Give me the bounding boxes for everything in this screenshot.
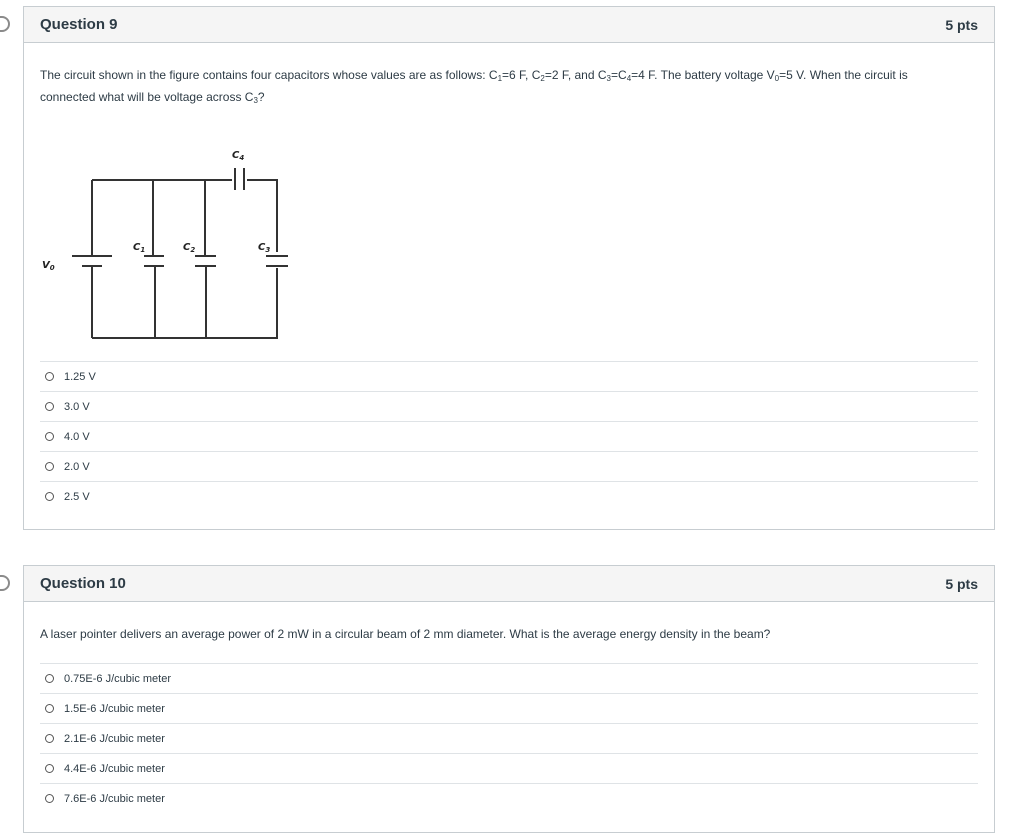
question-10-card: Question 10 5 pts A laser pointer delive… [23, 565, 995, 833]
question-10-header: Question 10 5 pts [24, 566, 994, 602]
question-points: 5 pts [945, 575, 978, 592]
question-10-answers: 0.75E-6 J/cubic meter 1.5E-6 J/cubic met… [40, 663, 978, 813]
flag-question-10-icon[interactable] [0, 575, 10, 591]
radio-button[interactable] [45, 734, 54, 743]
radio-button[interactable] [45, 432, 54, 441]
radio-button[interactable] [45, 462, 54, 471]
circuit-diagram: V0 C1 C2 C3 C4 [42, 150, 288, 339]
question-9-answers: 1.25 V 3.0 V 4.0 V 2.0 V 2.5 V [40, 361, 978, 511]
top-right-wire [247, 179, 278, 252]
c4-label: C4 [232, 150, 244, 162]
answer-option[interactable]: 7.6E-6 J/cubic meter [40, 783, 978, 813]
c1-label: C1 [133, 242, 145, 254]
answer-option[interactable]: 0.75E-6 J/cubic meter [40, 663, 978, 693]
radio-button[interactable] [45, 764, 54, 773]
question-title: Question 10 [40, 575, 126, 592]
question-9-header: Question 9 5 pts [24, 7, 994, 43]
radio-button[interactable] [45, 704, 54, 713]
answer-option[interactable]: 2.1E-6 J/cubic meter [40, 723, 978, 753]
radio-button[interactable] [45, 372, 54, 381]
answer-label: 1.25 V [64, 370, 96, 383]
answer-option[interactable]: 1.25 V [40, 361, 978, 391]
radio-button[interactable] [45, 674, 54, 683]
question-10-text: A laser pointer delivers an average powe… [40, 627, 771, 641]
answer-option[interactable]: 2.5 V [40, 481, 978, 511]
answer-label: 7.6E-6 J/cubic meter [64, 792, 165, 805]
radio-button[interactable] [45, 492, 54, 501]
bottom-wire [92, 268, 278, 339]
c3-label: C3 [258, 242, 270, 254]
question-title: Question 9 [40, 16, 118, 33]
answer-label: 2.0 V [64, 460, 90, 473]
answer-label: 4.0 V [64, 430, 90, 443]
answer-option[interactable]: 4.0 V [40, 421, 978, 451]
radio-button[interactable] [45, 402, 54, 411]
question-9-text: The circuit shown in the figure contains… [40, 68, 908, 105]
question-9-card: Question 9 5 pts The circuit shown in th… [23, 6, 995, 530]
answer-label: 3.0 V [64, 400, 90, 413]
answer-option[interactable]: 4.4E-6 J/cubic meter [40, 753, 978, 783]
answer-option[interactable]: 1.5E-6 J/cubic meter [40, 693, 978, 723]
flag-question-9-icon[interactable] [0, 16, 10, 32]
answer-label: 4.4E-6 J/cubic meter [64, 762, 165, 775]
answer-option[interactable]: 2.0 V [40, 451, 978, 481]
question-points: 5 pts [945, 16, 978, 33]
answer-label: 0.75E-6 J/cubic meter [64, 672, 171, 685]
c2-label: C2 [183, 242, 195, 254]
answer-option[interactable]: 3.0 V [40, 391, 978, 421]
answer-label: 2.5 V [64, 490, 90, 503]
answer-label: 2.1E-6 J/cubic meter [64, 732, 165, 745]
answer-label: 1.5E-6 J/cubic meter [64, 702, 165, 715]
radio-button[interactable] [45, 794, 54, 803]
battery-label: V0 [42, 260, 55, 272]
